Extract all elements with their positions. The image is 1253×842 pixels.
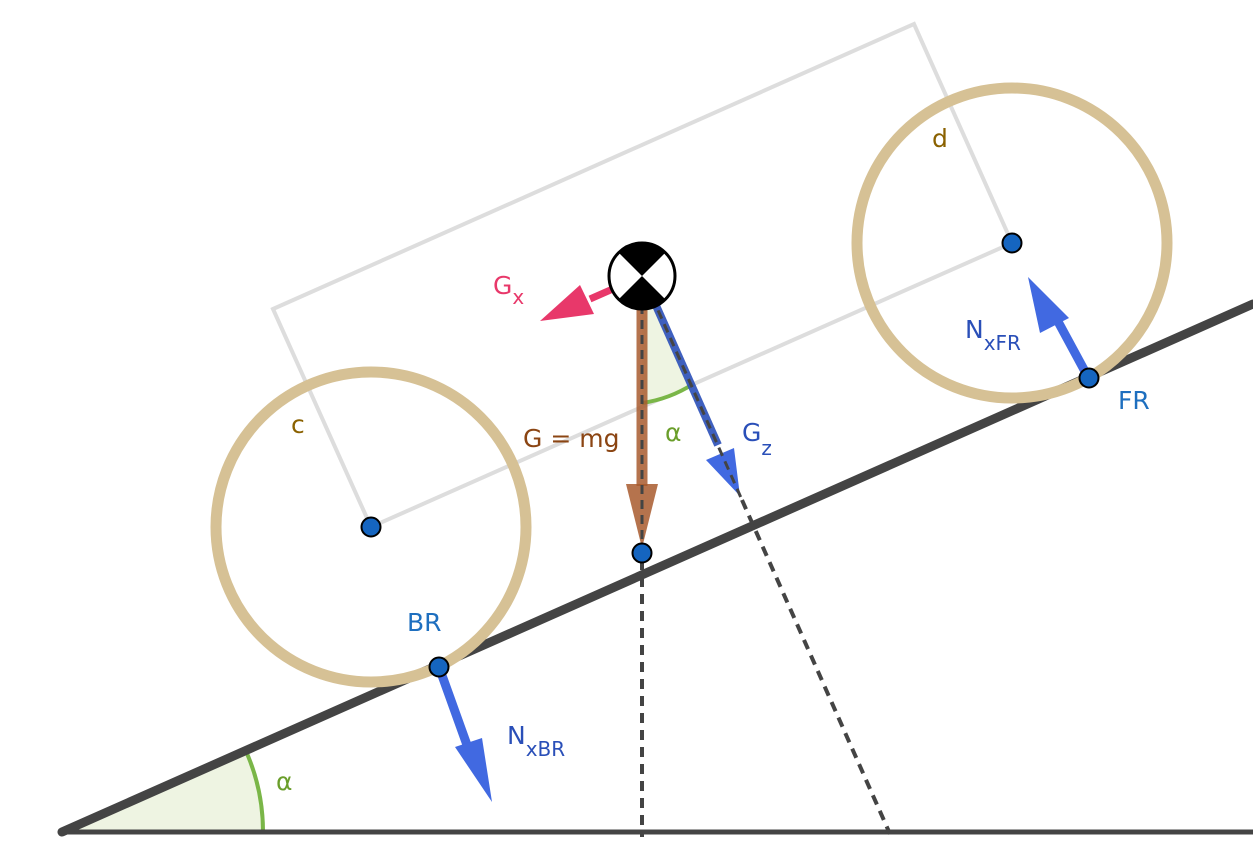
normal-fr-vector-head (1028, 277, 1069, 333)
wheel-front-center-point[interactable] (1001, 232, 1023, 254)
normal-br-label: NxBR (507, 721, 565, 761)
wheel-back (210, 366, 532, 688)
angle-bottom-label: α (276, 767, 292, 796)
gz-label: Gz (742, 418, 772, 460)
weight-label: G = mg (523, 424, 619, 453)
wheel-front (851, 82, 1173, 404)
normal-fr-vector-shaft (1051, 313, 1092, 380)
gz-vector-dashes (644, 282, 744, 501)
gx-vector-head (540, 285, 594, 321)
normal-fr-label: NxFR (965, 315, 1021, 355)
wheel-back-center-point[interactable] (360, 516, 382, 538)
wheel-back-label: c (291, 410, 305, 439)
gz-vector-shaft (642, 281, 722, 447)
contact-point-br-label: BR (407, 608, 442, 637)
gx-label: Gx (493, 271, 524, 309)
angle-arc-bottom (243, 748, 266, 833)
angle-top-label: α (665, 418, 681, 447)
gz-vector-head (706, 448, 740, 496)
perpendicular-dashed-line (740, 499, 892, 835)
normal-br-vector-shaft (434, 665, 472, 747)
wheel-front-label: d (932, 124, 948, 153)
center-of-mass-icon (607, 241, 677, 311)
contact-point-fr-label: FR (1118, 386, 1150, 415)
contact-point-br[interactable] (428, 656, 450, 678)
incline-intersection-point[interactable] (631, 542, 653, 564)
normal-br-vector-head (455, 738, 492, 802)
contact-point-fr[interactable] (1078, 367, 1100, 389)
